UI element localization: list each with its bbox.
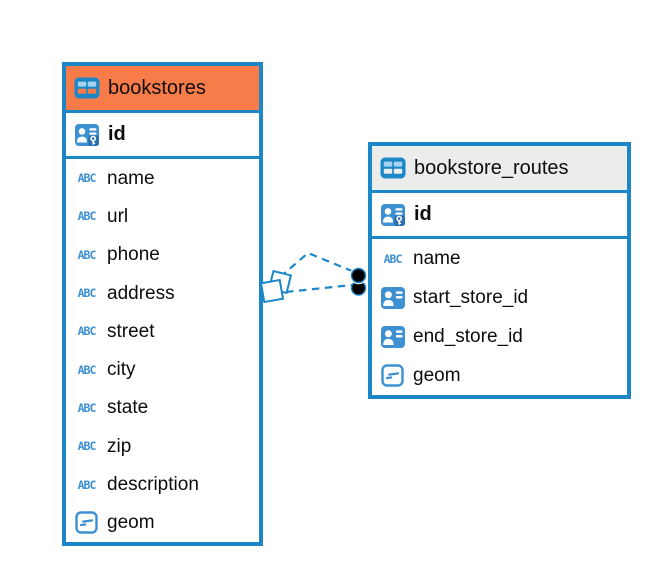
text-type-icon: ABC: [77, 324, 97, 339]
table-bookstores-header[interactable]: bookstores: [66, 66, 259, 113]
field-row-end_store_id[interactable]: end_store_id: [372, 317, 627, 356]
field-name: geom: [413, 365, 461, 386]
text-type-icon: ABC: [77, 286, 97, 301]
field-name: geom: [107, 512, 155, 534]
field-row-geom[interactable]: geom: [372, 356, 627, 395]
field-name: state: [107, 397, 149, 419]
field-name: start_store_id: [413, 287, 529, 308]
primary-key-name: id: [108, 123, 126, 145]
table-icon: [379, 157, 406, 179]
diamond-marker-back: [267, 269, 293, 295]
field-name: name: [413, 248, 461, 269]
field-name: description: [107, 474, 199, 496]
text-type-icon: ABC: [77, 247, 97, 262]
field-name: name: [107, 167, 155, 189]
field-row-url[interactable]: ABC url: [66, 197, 259, 235]
field-row-description[interactable]: ABC description: [66, 465, 259, 503]
table-bookstore-routes[interactable]: bookstore_routes id ABC name start_store_…: [368, 142, 631, 399]
text-type-icon: ABC: [77, 477, 97, 492]
text-type-icon: ABC: [77, 171, 97, 186]
table-icon: [73, 77, 100, 99]
field-row-start_store_id[interactable]: start_store_id: [372, 278, 627, 317]
reference-type-icon: [379, 286, 406, 309]
table-title: bookstores: [108, 76, 206, 99]
field-row-city[interactable]: ABC city: [66, 350, 259, 388]
relationship-line-lower[interactable]: [285, 283, 353, 294]
field-row-phone[interactable]: ABC phone: [66, 236, 259, 274]
field-row-street[interactable]: ABC street: [66, 312, 259, 350]
geometry-type-icon: [73, 511, 100, 535]
field-name: zip: [107, 435, 132, 457]
text-type-icon: ABC: [77, 362, 97, 377]
primary-key-name: id: [414, 203, 432, 225]
field-name: end_store_id: [413, 326, 523, 347]
field-name: phone: [107, 244, 160, 266]
table-bookstore-routes-header[interactable]: bookstore_routes: [372, 146, 627, 193]
field-row-geom[interactable]: geom: [66, 504, 259, 542]
diamond-marker-front: [259, 278, 285, 304]
field-name: address: [107, 282, 175, 304]
text-type-icon: ABC: [77, 439, 97, 454]
table-title: bookstore_routes: [414, 156, 569, 179]
field-name: url: [107, 205, 129, 227]
field-name: city: [107, 359, 136, 381]
field-row-name[interactable]: ABC name: [66, 159, 259, 197]
dot-marker-lower: [350, 280, 367, 296]
reference-type-icon: [379, 325, 406, 348]
field-row-name[interactable]: ABC name: [372, 239, 627, 278]
field-row-zip[interactable]: ABC zip: [66, 427, 259, 465]
relationship-line-upper[interactable]: [279, 251, 353, 278]
geometry-type-icon: [379, 364, 406, 387]
text-type-icon: ABC: [383, 251, 403, 266]
primary-key-icon: [379, 203, 406, 226]
primary-key-row[interactable]: id: [66, 113, 259, 159]
primary-key-icon: [73, 123, 100, 146]
dot-marker-gap: [349, 266, 368, 285]
field-name: street: [107, 320, 155, 342]
field-rows: ABC name start_store_id end_store_id geom: [372, 239, 627, 395]
field-row-state[interactable]: ABC state: [66, 389, 259, 427]
field-row-address[interactable]: ABC address: [66, 274, 259, 312]
primary-key-row[interactable]: id: [372, 193, 627, 239]
text-type-icon: ABC: [77, 400, 97, 415]
text-type-icon: ABC: [77, 209, 97, 224]
dot-marker-upper: [350, 267, 367, 284]
